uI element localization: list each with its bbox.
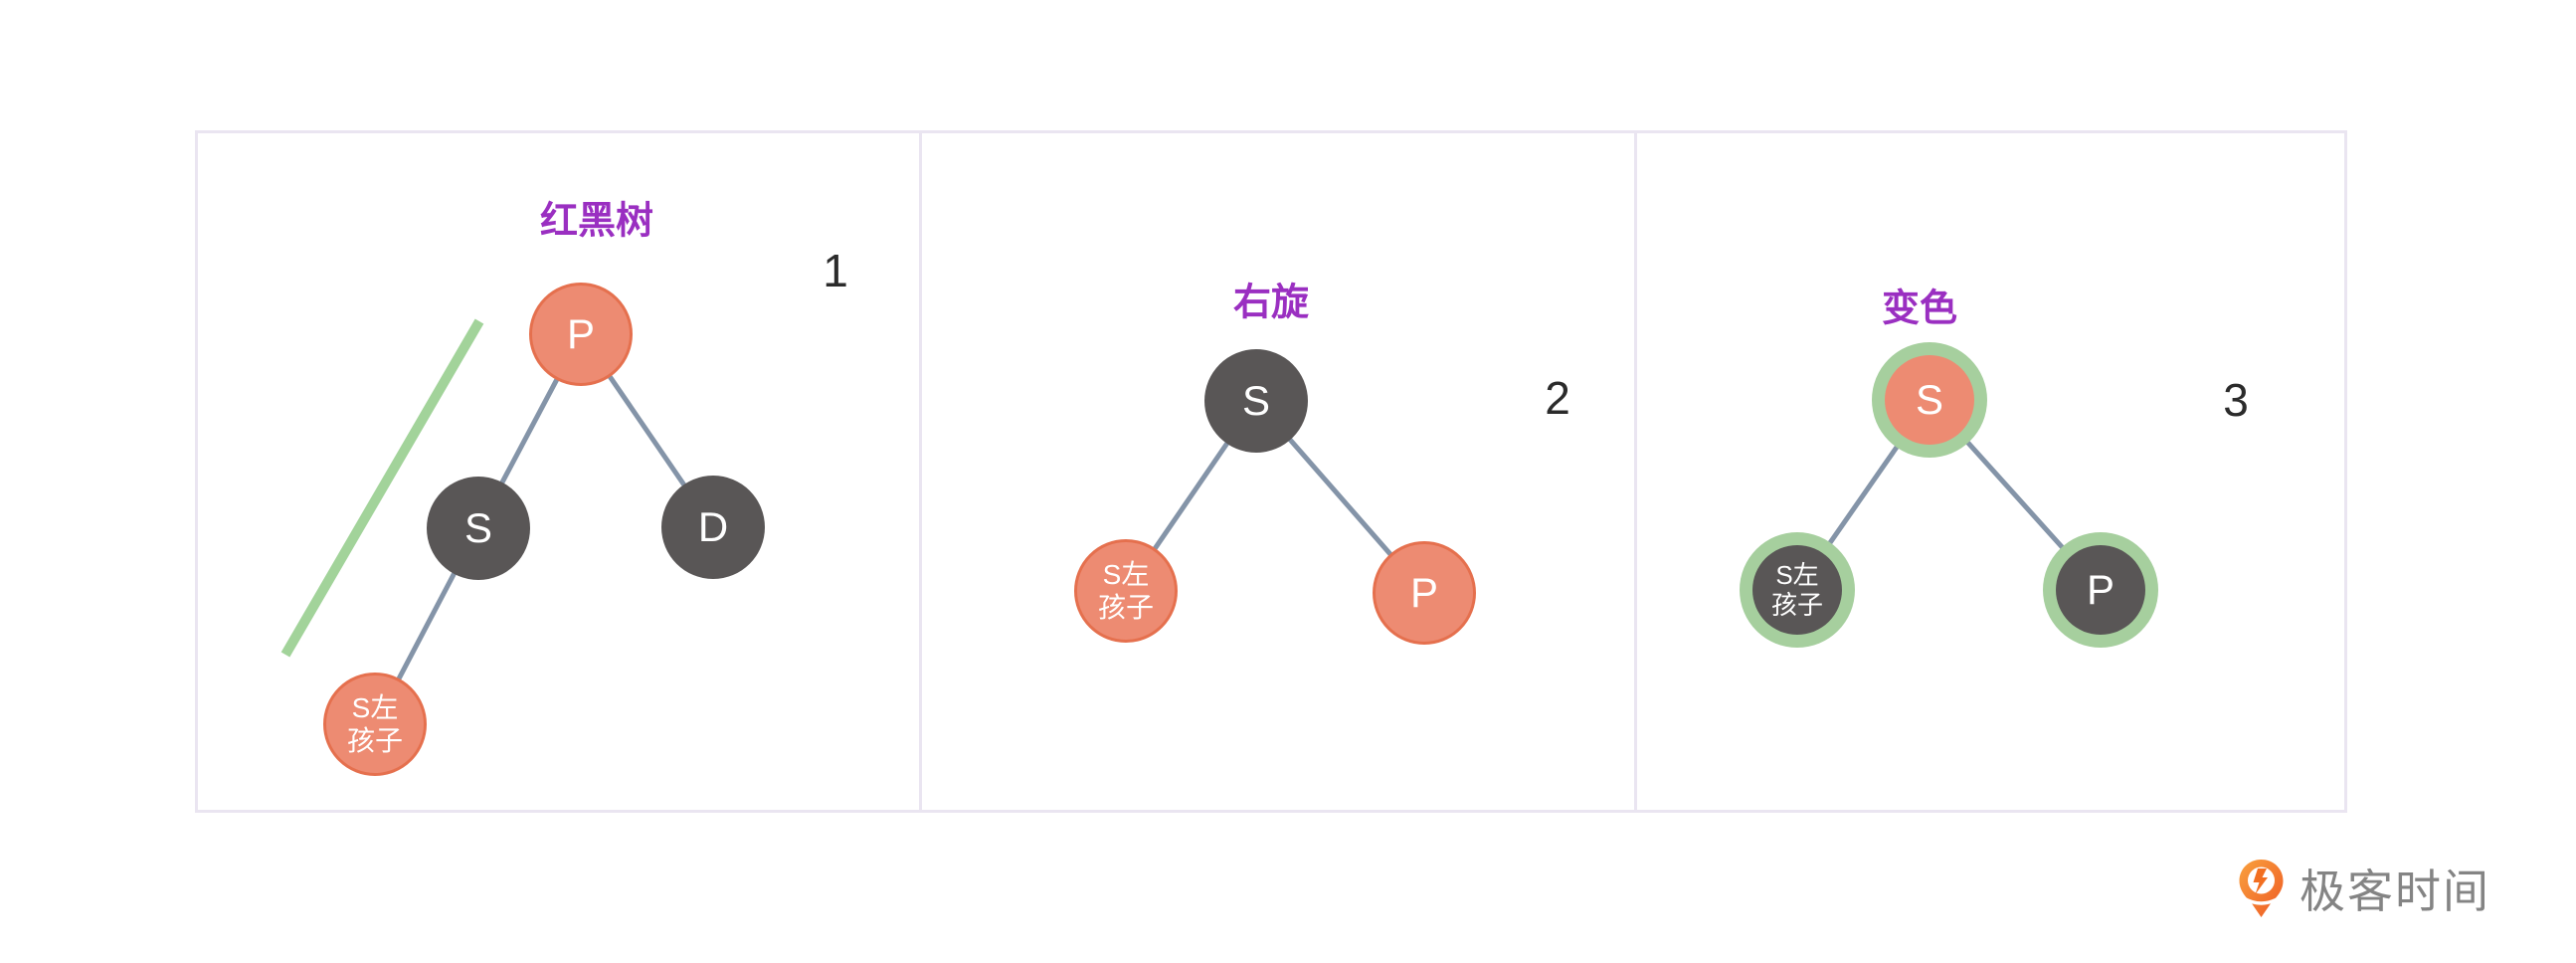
tree-node-s-left-child: S左孩子: [323, 673, 427, 776]
node-label: P: [1409, 569, 1438, 616]
diagram-board: [195, 130, 2347, 813]
node-label: S左孩子: [1770, 560, 1823, 620]
node-label: S左孩子: [346, 692, 403, 756]
tree-node-s-left-child-recolored: S左孩子: [1752, 545, 1842, 635]
panel-divider-2: [1634, 133, 1637, 810]
node-label: D: [697, 503, 729, 550]
tree-node-s-left-child: S左孩子: [1074, 539, 1178, 643]
geektime-logo: 极客时间: [2238, 856, 2490, 921]
node-label: S: [1915, 376, 1943, 423]
panel-divider-1: [919, 133, 922, 810]
tree-node-s-recolored: S: [1885, 355, 1974, 445]
tree-node-p: P: [529, 283, 633, 386]
node-label: P: [566, 310, 595, 357]
panel1-number: 1: [823, 245, 848, 296]
node-label: S: [463, 504, 492, 551]
tree-node-p: P: [1373, 541, 1476, 645]
tree-node-s: S: [1204, 349, 1308, 453]
rotation-axis-highlight-line: [280, 318, 484, 658]
node-label: S: [1241, 377, 1270, 424]
tree-node-s: S: [427, 477, 530, 580]
panel3-title: 变色: [1881, 288, 1958, 330]
panel3-number: 3: [2223, 374, 2249, 426]
node-label: P: [2086, 566, 2115, 613]
panel1-title: 红黑树: [539, 200, 654, 243]
geektime-logo-text: 极客时间: [2300, 866, 2490, 917]
panel2-number: 2: [1545, 372, 1570, 424]
tree-node-p-recolored: P: [2056, 545, 2145, 635]
tree-node-d: D: [661, 476, 765, 579]
geektime-pin-icon: [2239, 859, 2284, 917]
panel2-title: 右旋: [1232, 282, 1310, 324]
node-label: S左孩子: [1097, 559, 1154, 623]
